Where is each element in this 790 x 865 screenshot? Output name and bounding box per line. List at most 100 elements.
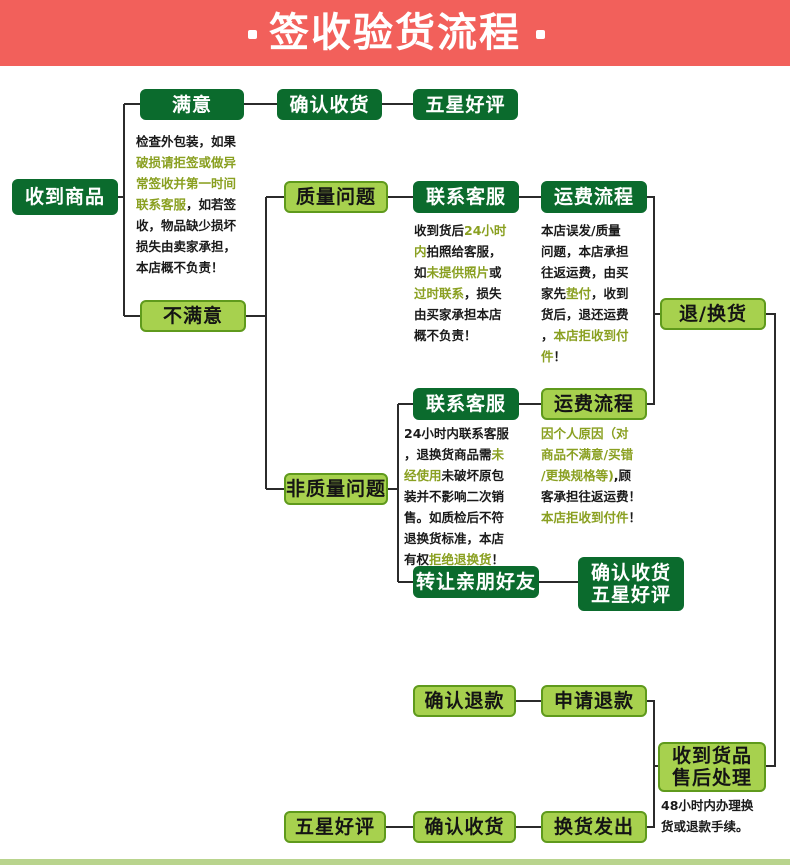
connector-aftersale-apply bbox=[647, 700, 658, 767]
contact-cs-nonquality-box: 联系客服 bbox=[413, 388, 519, 420]
note-text: 货或退款手续。 bbox=[661, 819, 749, 834]
note-line: 售。如质检后不符 bbox=[404, 507, 536, 528]
note-line: 48小时内办理换 bbox=[661, 795, 779, 816]
note-line: 24小时内联系客服 bbox=[404, 423, 536, 444]
note-text: ， bbox=[541, 328, 554, 343]
confirm-five-star-line1: 确认收货 bbox=[590, 562, 671, 584]
note-line: 检查外包装，如果 bbox=[136, 131, 266, 152]
note-line: 如未提供照片或 bbox=[414, 262, 534, 283]
contact-cs-quality-label: 联系客服 bbox=[425, 186, 506, 208]
contact-cs-quality-box: 联系客服 bbox=[413, 181, 519, 213]
note-line: 退换货标准，本店 bbox=[404, 528, 536, 549]
note-highlight-text: 破损请拒签或做异 bbox=[136, 155, 237, 170]
note-line: 家先垫付，收到 bbox=[541, 283, 653, 304]
note-text: 如 bbox=[414, 265, 427, 280]
note-text: 退换货标准，本店 bbox=[404, 531, 505, 546]
note-text: 问题，本店承担 bbox=[541, 244, 629, 259]
confirm-refund-label: 确认退款 bbox=[424, 690, 505, 712]
five-star-top-label: 五星好评 bbox=[425, 93, 506, 116]
note-text: ,顾 bbox=[613, 468, 632, 483]
note-text: ，收到 bbox=[591, 286, 629, 301]
shipping-flow-nonquality-box: 运费流程 bbox=[541, 388, 647, 420]
exchange-shipped-label: 换货发出 bbox=[553, 816, 634, 838]
note-line: 联系客服，如若签 bbox=[136, 194, 266, 215]
receive-goods-label: 收到商品 bbox=[24, 186, 105, 208]
note-text: 未破坏原包 bbox=[441, 468, 505, 483]
apply-refund-label: 申请退款 bbox=[553, 690, 634, 712]
confirm-refund-box: 确认退款 bbox=[413, 685, 516, 717]
shipping-flow-quality-label: 运费流程 bbox=[553, 186, 634, 208]
note-line: 破损请拒签或做异 bbox=[136, 152, 266, 173]
connector-receive-branch bbox=[118, 103, 140, 317]
transfer-friend-box: 转让亲朋好友 bbox=[413, 566, 539, 598]
receive-goods-box: 收到商品 bbox=[12, 179, 118, 215]
note-text: 货后，退还运费 bbox=[541, 307, 629, 322]
note-text: 家先 bbox=[541, 286, 567, 301]
note-line: 内拍照给客服， bbox=[414, 241, 534, 262]
five-star-bottom-box: 五星好评 bbox=[284, 811, 386, 843]
quality-cs-note: 收到货后24小时内拍照给客服，如未提供照片或过时联系，损失由买家承担本店概不负责… bbox=[414, 220, 534, 346]
unsatisfied-box: 不满意 bbox=[140, 300, 246, 332]
confirm-receipt-bottom-label: 确认收货 bbox=[424, 816, 505, 838]
header-banner: 签收验货流程 bbox=[0, 0, 790, 66]
note-line: 件！ bbox=[541, 346, 653, 367]
satisfied-box: 满意 bbox=[140, 89, 244, 120]
note-text: 本店概不负责！ bbox=[136, 260, 224, 275]
note-line: 收到货后24小时 bbox=[414, 220, 534, 241]
note-line: 因个人原因（对 bbox=[541, 423, 659, 444]
note-highlight-text: 拒绝退换货 bbox=[429, 552, 492, 567]
note-line: 往返运费，由买 bbox=[541, 262, 653, 283]
unsatisfied-label: 不满意 bbox=[162, 305, 223, 327]
note-highlight-text: 未 bbox=[491, 447, 505, 462]
five-star-top-box: 五星好评 bbox=[413, 89, 518, 120]
shipping-flow-nonquality-label: 运费流程 bbox=[553, 393, 634, 415]
note-line: 收，物品缺少损坏 bbox=[136, 215, 266, 236]
quality-shipping-note: 本店误发/质量问题，本店承担往返运费，由买家先垫付，收到货后，退还运费 ，本店拒收… bbox=[541, 220, 653, 367]
connector-shipping-return bbox=[647, 196, 660, 405]
note-highlight-text: 本店拒收到付 bbox=[553, 328, 629, 343]
page-title: 签收验货流程 bbox=[269, 10, 521, 56]
note-highlight-text: 未提供照片 bbox=[426, 265, 490, 280]
note-text: 本店误发/质量 bbox=[541, 223, 621, 238]
after-sale-box: 收到货品 售后处理 bbox=[658, 742, 766, 792]
non-quality-issue-box: 非质量问题 bbox=[284, 473, 388, 505]
note-text: 检查外包装，如果 bbox=[136, 134, 237, 149]
note-line: 客承担往返运费！ bbox=[541, 486, 659, 507]
note-text: 或 bbox=[489, 265, 502, 280]
banner-right-dot bbox=[536, 30, 545, 39]
note-text: 售。如质检后不符 bbox=[404, 510, 505, 525]
note-text: 收，物品缺少损坏 bbox=[136, 218, 237, 233]
note-line: 过时联系，损失 bbox=[414, 283, 534, 304]
note-line: 装并不影响二次销 bbox=[404, 486, 536, 507]
note-text: 概不负责！ bbox=[414, 328, 477, 343]
note-text: ，损失 bbox=[464, 286, 502, 301]
return-exchange-label: 退/换货 bbox=[679, 303, 747, 325]
connector-return-aftersale bbox=[766, 313, 776, 767]
note-highlight-text: 过时联系 bbox=[414, 286, 465, 301]
note-line: 经使用未破坏原包 bbox=[404, 465, 536, 486]
note-line: 货或退款手续。 bbox=[661, 816, 779, 837]
note-line: 有权拒绝退换货！ bbox=[404, 549, 536, 570]
note-text: 客承担往返运费！ bbox=[541, 489, 642, 504]
note-highlight-text: 商品不满意/买错 bbox=[541, 447, 634, 462]
exchange-shipped-box: 换货发出 bbox=[541, 811, 647, 843]
note-text: ，如若签 bbox=[186, 197, 237, 212]
non-quality-issue-label: 非质量问题 bbox=[286, 478, 387, 500]
note-text: ！ bbox=[553, 349, 567, 364]
satisfied-note: 检查外包装，如果破损请拒签或做异常签收并第一时间联系客服，如若签收，物品缺少损坏… bbox=[136, 131, 266, 278]
note-highlight-text: 常签收并第一时间 bbox=[136, 176, 237, 191]
note-text: 24小时内联系客服 bbox=[404, 426, 509, 441]
return-exchange-box: 退/换货 bbox=[660, 298, 766, 330]
note-line: 本店拒收到付件！ bbox=[541, 507, 659, 528]
note-highlight-text: /更换规格等) bbox=[541, 468, 614, 483]
connector-aftersale-exchange bbox=[647, 766, 655, 828]
note-highlight-text: 联系客服 bbox=[136, 197, 187, 212]
five-star-bottom-label: 五星好评 bbox=[294, 816, 375, 838]
contact-cs-nonquality-label: 联系客服 bbox=[425, 393, 506, 415]
note-text: ！ bbox=[491, 552, 505, 567]
apply-refund-box: 申请退款 bbox=[541, 685, 647, 717]
banner-left-dot bbox=[248, 30, 257, 39]
note-text: 由买家承担本店 bbox=[414, 307, 502, 322]
satisfied-label: 满意 bbox=[171, 93, 212, 116]
